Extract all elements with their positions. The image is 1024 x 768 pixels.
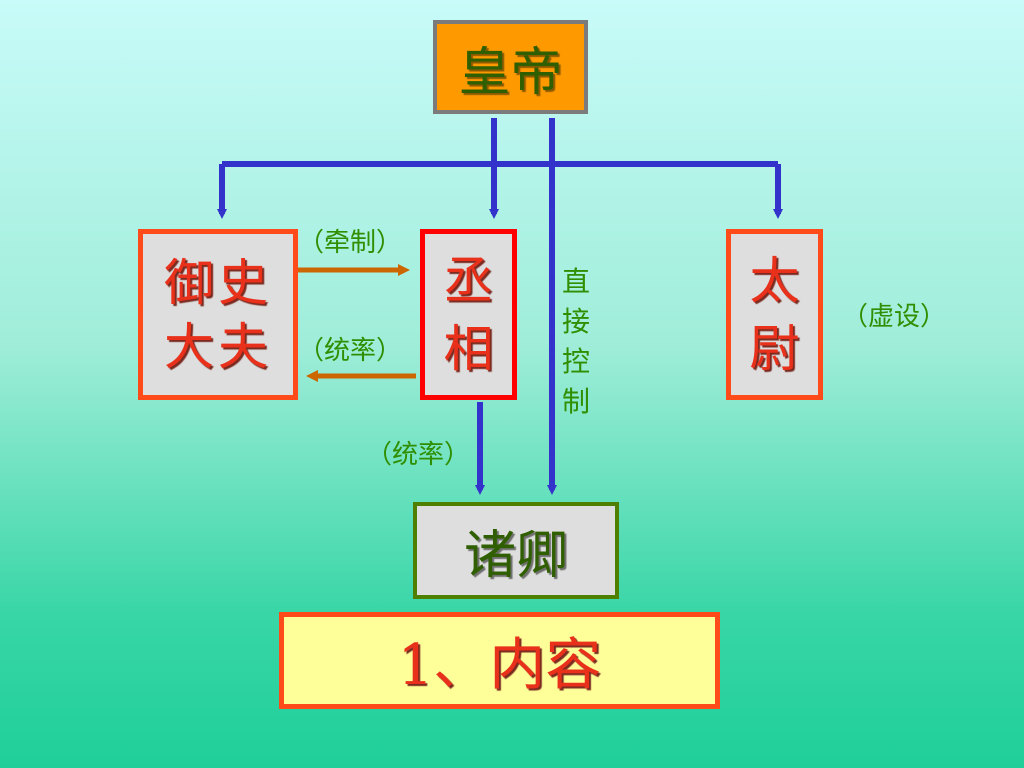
note-tongshuai-down: （统率） [366,440,471,470]
note-xushe: （虚设） [842,302,947,332]
taiwei-label-line2: 尉 [749,319,800,378]
censor-node: 御史 大夫 [138,229,298,400]
chancellor-label-line2: 相 [443,319,494,378]
taiwei-node: 太 尉 [726,229,823,400]
note-direct-control: 直接控制 [561,265,590,418]
emperor-node: 皇帝 [433,20,588,114]
chancellor-label-line1: 丞 [443,251,494,310]
note-tongshuai-between: （统率） [298,336,403,366]
emperor-label: 皇帝 [458,42,563,103]
censor-label-line2: 大夫 [164,317,272,376]
ministers-label: 诸卿 [463,526,568,586]
chancellor-node: 丞 相 [420,229,517,400]
ministers-node: 诸卿 [413,502,619,599]
section-title-text: 1、内容 [397,633,602,698]
note-qianzhi: （牵制） [298,228,403,258]
censor-label-line1: 御史 [164,253,272,312]
section-title: 1、内容 [279,612,720,709]
taiwei-label-line1: 太 [749,251,800,310]
